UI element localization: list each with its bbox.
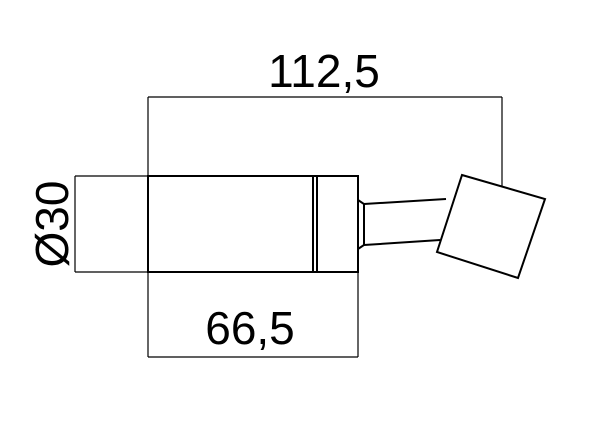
arm-top-edge [363,198,447,205]
body-length-label: 66,5 [205,302,295,354]
body-length-dimension: 66,5 [147,272,359,358]
diameter-label: Ø30 [26,181,78,268]
cylinder-body [147,175,359,273]
head-outline [435,173,547,280]
overall-length-label: 112,5 [268,45,380,97]
neck-arm [357,198,447,250]
arm-bottom-edge [363,239,441,246]
overall-length-dimension: 112,5 [147,45,503,186]
body-outline [147,175,359,273]
neck-collar [357,199,365,250]
diameter-dimension: Ø30 [26,175,148,273]
tilted-head [435,173,547,280]
